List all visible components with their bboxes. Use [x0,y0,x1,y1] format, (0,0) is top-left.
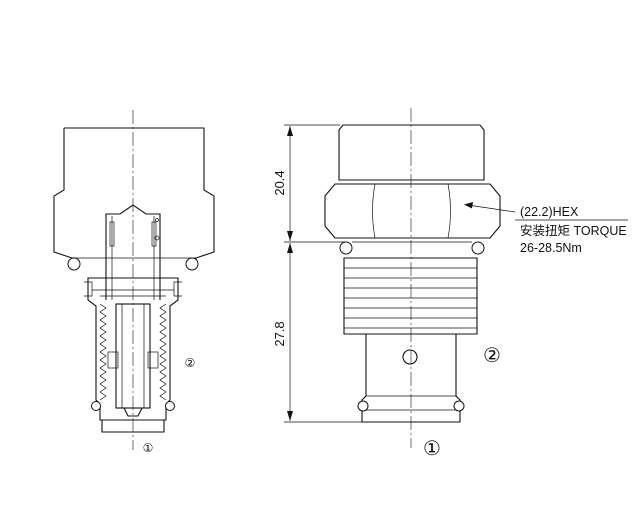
dimensions: 20.4 27.8 [272,124,362,423]
exterior-seal-lower-left [357,400,369,412]
callout-torque-value: 26-28.5Nm [520,241,582,255]
section-spring-right [159,303,167,401]
exterior-hex-nut [324,183,501,239]
exterior-port-hole [402,349,418,365]
exterior-seal-lower-right [453,400,465,412]
callout-arrowhead [464,202,473,209]
section-seal-left [67,257,81,271]
dimension-lower-value: 27.8 [272,321,287,346]
section-view: ② ① [53,110,215,455]
exterior-view: ② ① (22.2)HEX 安装扭矩 TORQUE 26-28.5Nm [324,108,628,460]
section-cap-outline [53,127,215,264]
callout-hex: (22.2)HEX [520,205,579,219]
section-spring-left [99,303,107,401]
exterior-seal-right [471,241,485,255]
callout-torque-label: 安装扭矩 TORQUE [520,223,627,238]
callout-leader [467,204,516,213]
section-body [87,277,179,421]
exterior-lower-body [361,334,461,423]
section-seal-lower-left [91,401,101,411]
exterior-seal-left [339,241,353,255]
exterior-thread-lines [344,267,477,329]
section-port-2-label: ② [185,356,196,370]
exterior-cap [338,124,485,181]
section-armature-tube [105,204,161,300]
section-port-1-label: ① [143,441,154,455]
exterior-port-2-label: ② [483,345,501,367]
dimension-upper-value: 20.4 [272,170,287,195]
exterior-port-1-label: ① [423,438,441,460]
exterior-thread [343,257,478,335]
section-seal-right [185,257,199,271]
section-seal-lower-right [165,401,175,411]
